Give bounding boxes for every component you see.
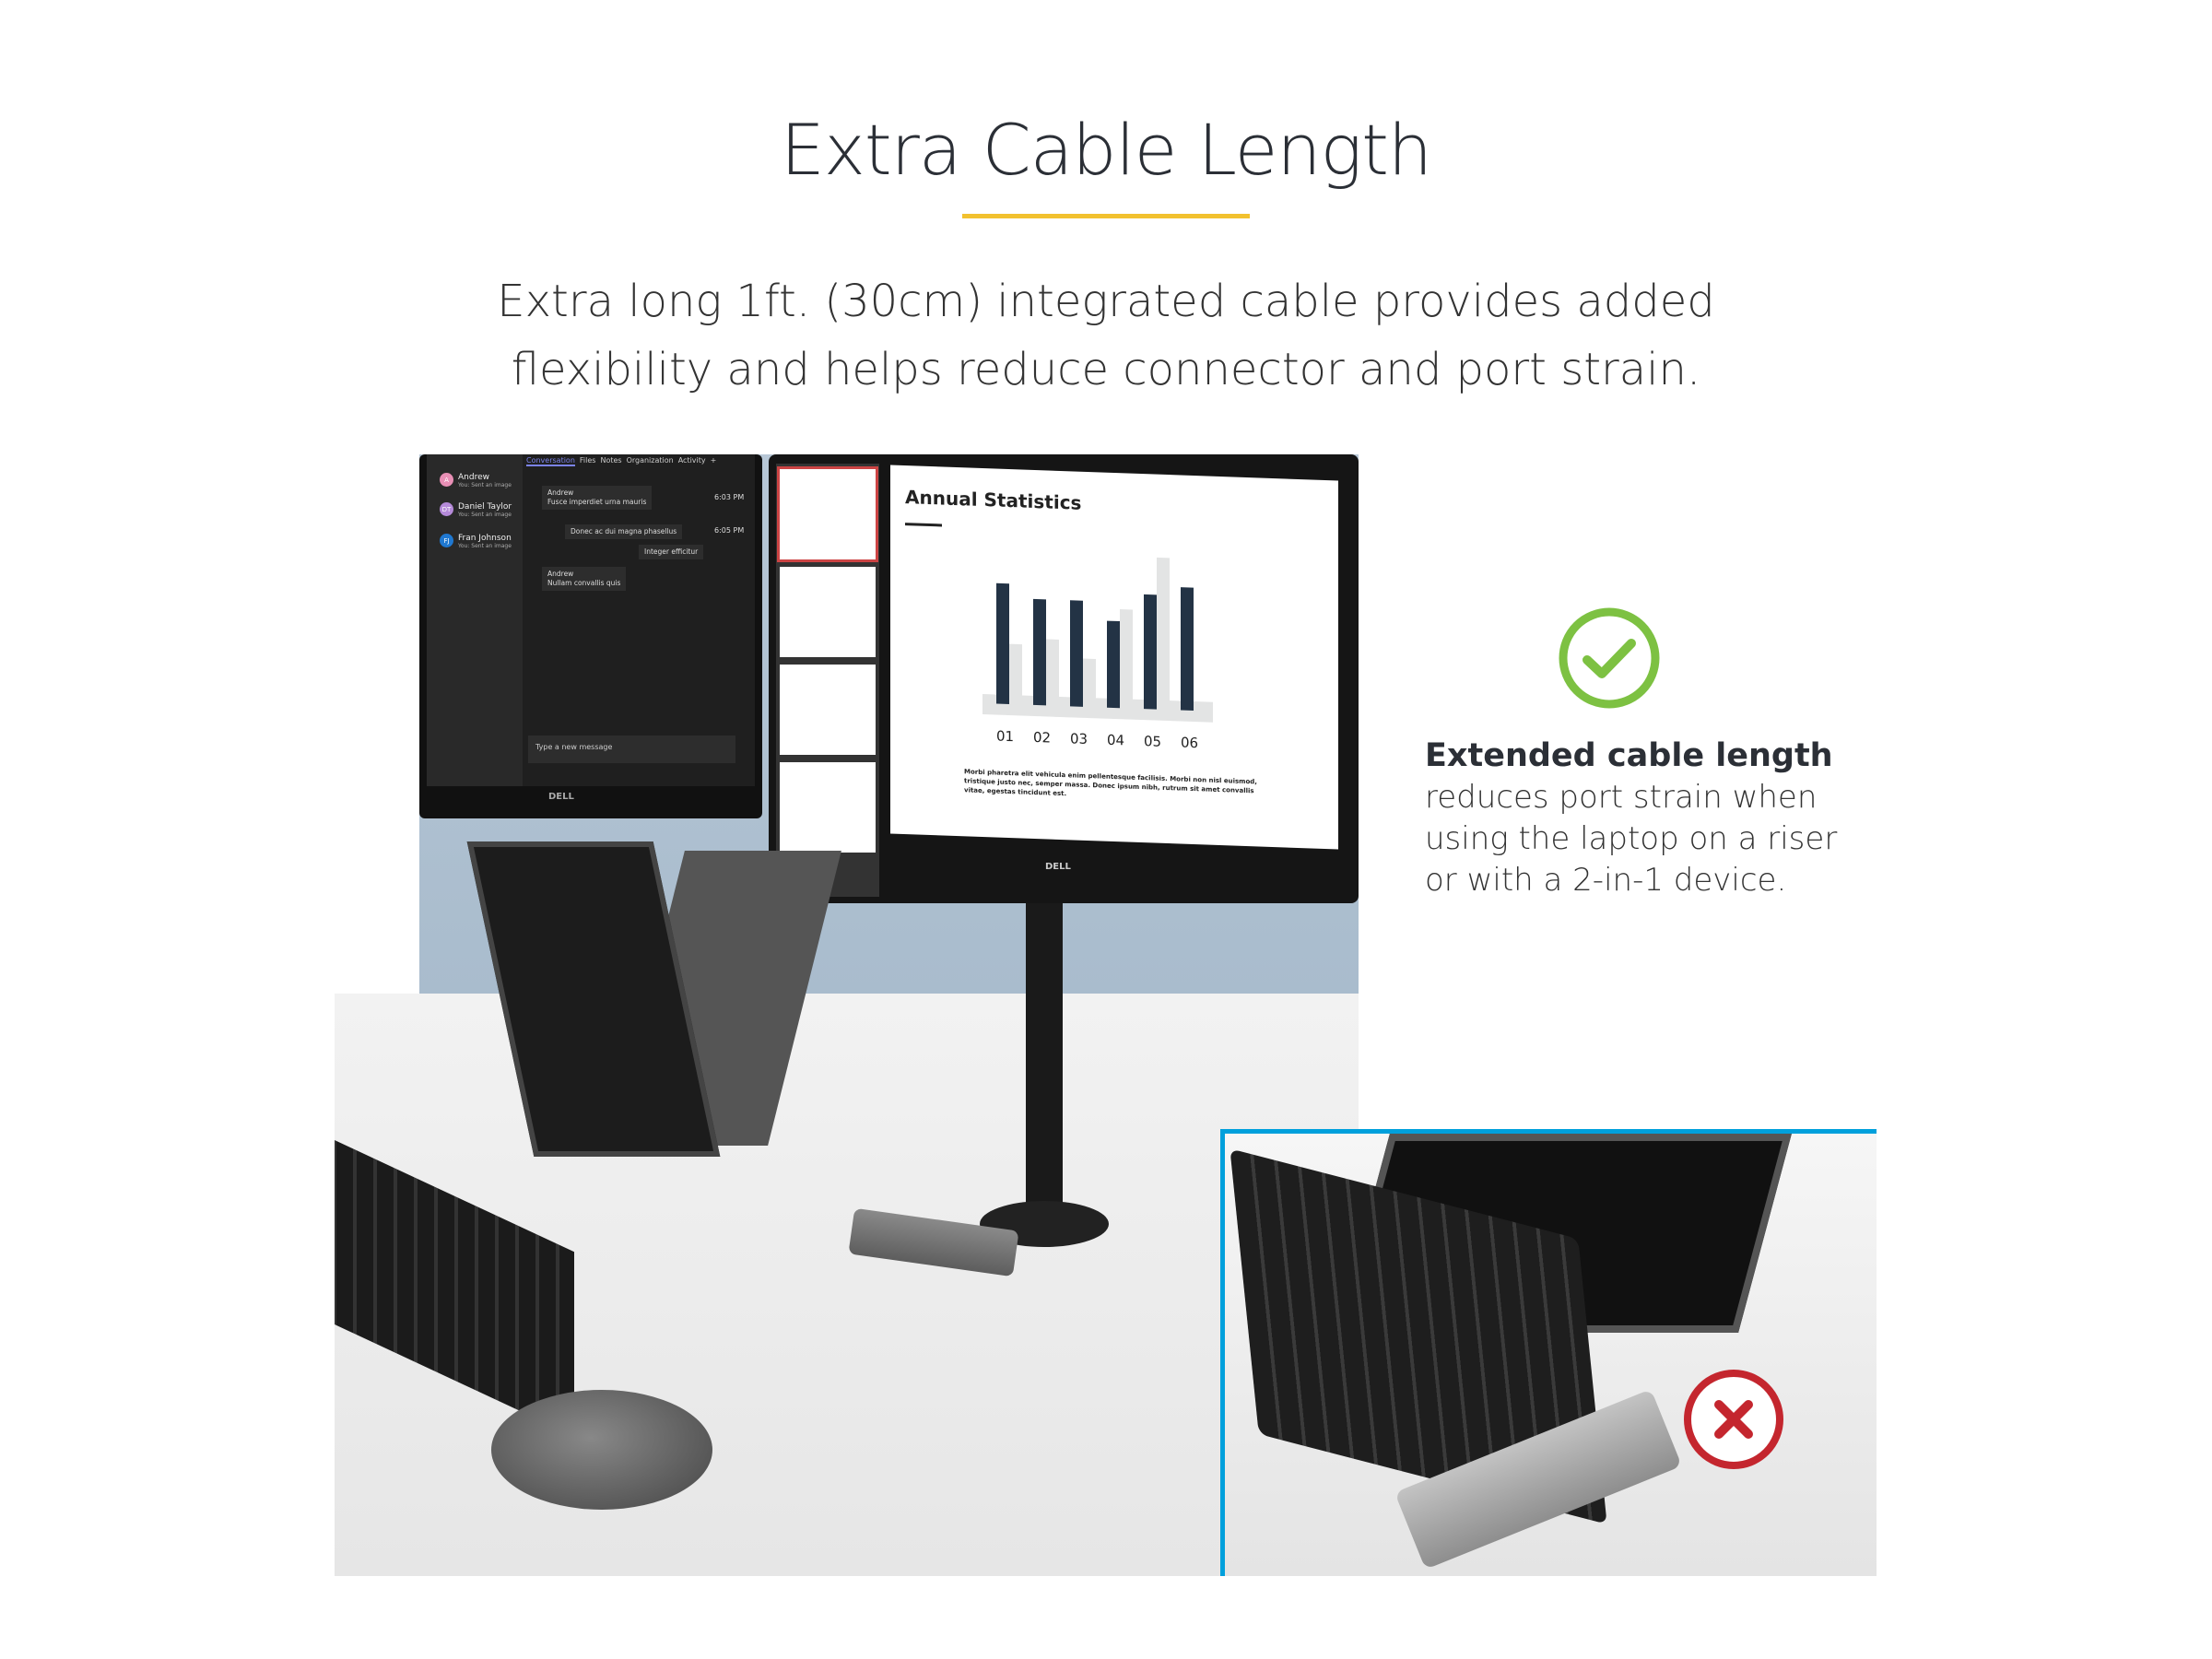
message-sender: Andrew	[547, 570, 574, 578]
dell-logo: DELL	[1045, 862, 1071, 872]
subtitle-line: flexibility and helps reduce connector a…	[511, 344, 1701, 395]
x-tick-label: 06	[1181, 735, 1198, 752]
message-text: Nullam convallis quis	[547, 579, 621, 587]
slide-rule	[905, 523, 942, 527]
slide-thumbnail[interactable]	[780, 567, 876, 657]
message-input[interactable]: Type a new message	[528, 735, 735, 763]
chat-message: Integer efficitur	[639, 545, 704, 559]
presentation-slide: Annual Statistics 01 02 03 04 05 06 Morbi pha…	[890, 465, 1338, 850]
slide-title: Annual Statistics	[905, 486, 1082, 514]
message-sender: Andrew	[547, 488, 574, 497]
callout-heading: Extended cable length	[1425, 737, 1833, 774]
monitor-arm	[1026, 903, 1063, 1217]
avatar: DT	[440, 502, 453, 516]
message-text: Fusce imperdiet urna mauris	[547, 498, 647, 506]
title-underline	[962, 214, 1250, 218]
x-tick-label: 03	[1070, 730, 1088, 747]
chart-bar	[1157, 557, 1170, 711]
mouse	[491, 1390, 712, 1510]
callout-line: or with a 2-in-1 device.	[1425, 862, 1787, 899]
chart-bar	[1083, 658, 1096, 708]
slide-thumbnail[interactable]	[777, 466, 878, 562]
x-tick-label: 05	[1144, 733, 1161, 750]
chart-bar	[1033, 598, 1046, 706]
tab-conversation[interactable]: Conversation	[526, 456, 575, 466]
x-circle-icon	[1684, 1370, 1783, 1469]
chart-bar	[1009, 643, 1022, 705]
chart-bar	[996, 582, 1009, 705]
message-time: 6:05 PM	[714, 526, 745, 535]
contact-sub: You: Sent an image	[458, 512, 512, 518]
callout-line: using the laptop on a riser	[1425, 820, 1838, 857]
chart-bar	[1107, 620, 1120, 709]
subtitle: Extra long 1ft. (30cm) integrated cable …	[0, 267, 2212, 404]
x-tick-label: 04	[1107, 732, 1124, 749]
subtitle-line: Extra long 1ft. (30cm) integrated cable …	[497, 276, 1715, 327]
callout-line: reduces port strain when	[1425, 779, 1818, 816]
dell-logo: DELL	[548, 792, 574, 802]
contact-name: Fran Johnson	[458, 534, 512, 543]
slide-body: Morbi pharetra elit vehicula enim pellen…	[964, 768, 1257, 798]
chart-bar	[1144, 594, 1157, 710]
contact-name: Daniel Taylor	[458, 502, 512, 512]
page-title: Extra Cable Length	[780, 109, 1432, 191]
tab-files[interactable]: Files	[579, 456, 596, 465]
message-time: 6:03 PM	[714, 493, 745, 501]
slide-thumbnail[interactable]	[780, 665, 876, 755]
chart-bar	[1046, 639, 1059, 706]
tab-activity[interactable]: Activity	[677, 456, 706, 465]
tab-notes[interactable]: Notes	[600, 456, 622, 465]
add-tab-button[interactable]: +	[710, 456, 717, 465]
check-circle-icon	[1559, 607, 1660, 709]
slide-thumbnails	[776, 464, 879, 897]
x-tick-label: 01	[996, 728, 1014, 746]
contact-name: Andrew	[458, 473, 489, 482]
slide-thumbnail[interactable]	[780, 762, 876, 853]
contact-sub: You: Sent an image	[458, 543, 512, 549]
chat-tabs: Conversation Files Notes Organization Ac…	[526, 456, 716, 466]
tab-organization[interactable]: Organization	[626, 456, 674, 465]
avatar: A	[440, 473, 453, 487]
callout-text: Extended cable length reduces port strai…	[1425, 735, 1904, 901]
bar-chart: 01 02 03 04 05 06	[982, 557, 1213, 752]
chat-message: Donec ac dui magna phasellus	[565, 524, 683, 539]
inset-photo	[1220, 1129, 1877, 1576]
x-tick-label: 02	[1033, 729, 1051, 747]
avatar: FJ	[440, 534, 453, 547]
chart-bar	[1120, 608, 1133, 709]
contact-sub: You: Sent an image	[458, 482, 512, 488]
right-monitor: Annual Statistics 01 02 03 04 05 06 Morbi pha…	[769, 454, 1359, 903]
chart-bar	[1070, 600, 1083, 707]
chart-bar	[1181, 587, 1194, 712]
